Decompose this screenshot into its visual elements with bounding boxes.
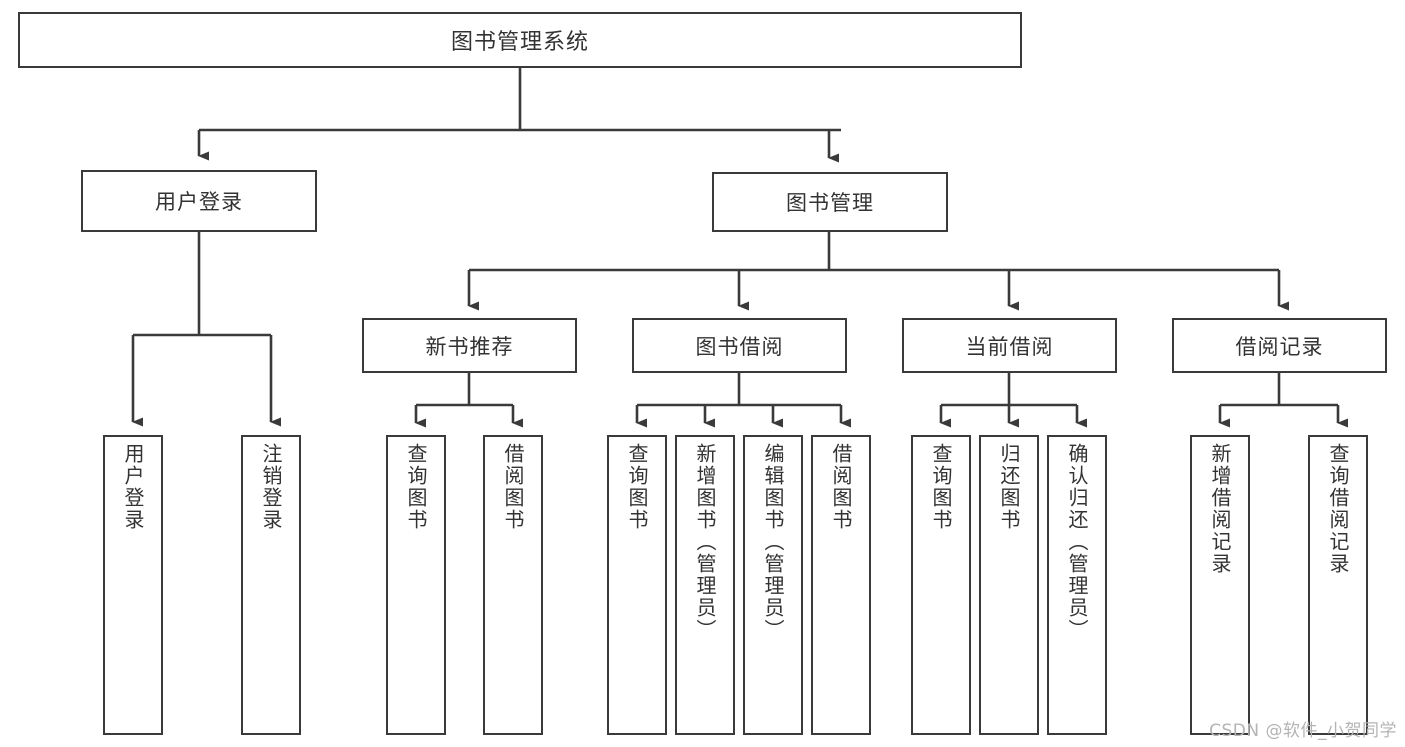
leaf-book-borrow-add[interactable]: 新增图书（管理员）: [675, 435, 735, 735]
leaf-user-login-login[interactable]: 用户登录: [103, 435, 163, 735]
leaf-current-borrow-query[interactable]: 查询图书: [911, 435, 971, 735]
leaf-current-borrow-confirm-return[interactable]: 确认归还（管理员）: [1047, 435, 1107, 735]
leaf-new-book-query[interactable]: 查询图书: [386, 435, 446, 735]
node-root-system[interactable]: 图书管理系统: [18, 12, 1022, 68]
leaf-new-book-borrow[interactable]: 借阅图书: [483, 435, 543, 735]
leaf-label: 编辑图书（管理员）: [761, 443, 785, 641]
leaf-borrow-record-query[interactable]: 查询借阅记录: [1308, 435, 1368, 735]
leaf-label: 新增借阅记录: [1208, 443, 1232, 575]
leaf-label: 查询图书: [404, 443, 428, 531]
leaf-label: 借阅图书: [829, 443, 853, 531]
node-user-login[interactable]: 用户登录: [81, 170, 317, 232]
leaf-label: 用户登录: [121, 443, 145, 531]
leaf-label: 查询借阅记录: [1326, 443, 1350, 575]
leaf-current-borrow-return[interactable]: 归还图书: [979, 435, 1039, 735]
leaf-label: 查询图书: [929, 443, 953, 531]
leaf-label: 借阅图书: [501, 443, 525, 531]
leaf-label: 新增图书（管理员）: [693, 443, 717, 641]
csdn-watermark: CSDN @软件_小贺同学: [1209, 721, 1397, 741]
leaf-label: 确认归还（管理员）: [1065, 443, 1089, 641]
leaf-user-login-logout[interactable]: 注销登录: [241, 435, 301, 735]
node-borrow-record[interactable]: 借阅记录: [1172, 318, 1387, 373]
node-current-borrow[interactable]: 当前借阅: [902, 318, 1117, 373]
leaf-book-borrow-edit[interactable]: 编辑图书（管理员）: [743, 435, 803, 735]
leaf-label: 查询图书: [625, 443, 649, 531]
leaf-book-borrow-query[interactable]: 查询图书: [607, 435, 667, 735]
leaf-borrow-record-add[interactable]: 新增借阅记录: [1190, 435, 1250, 735]
node-book-management[interactable]: 图书管理: [712, 172, 948, 232]
node-book-borrow[interactable]: 图书借阅: [632, 318, 847, 373]
leaf-label: 归还图书: [997, 443, 1021, 531]
leaf-label: 注销登录: [259, 443, 283, 531]
node-new-book-recommend[interactable]: 新书推荐: [362, 318, 577, 373]
leaf-book-borrow-borrow[interactable]: 借阅图书: [811, 435, 871, 735]
